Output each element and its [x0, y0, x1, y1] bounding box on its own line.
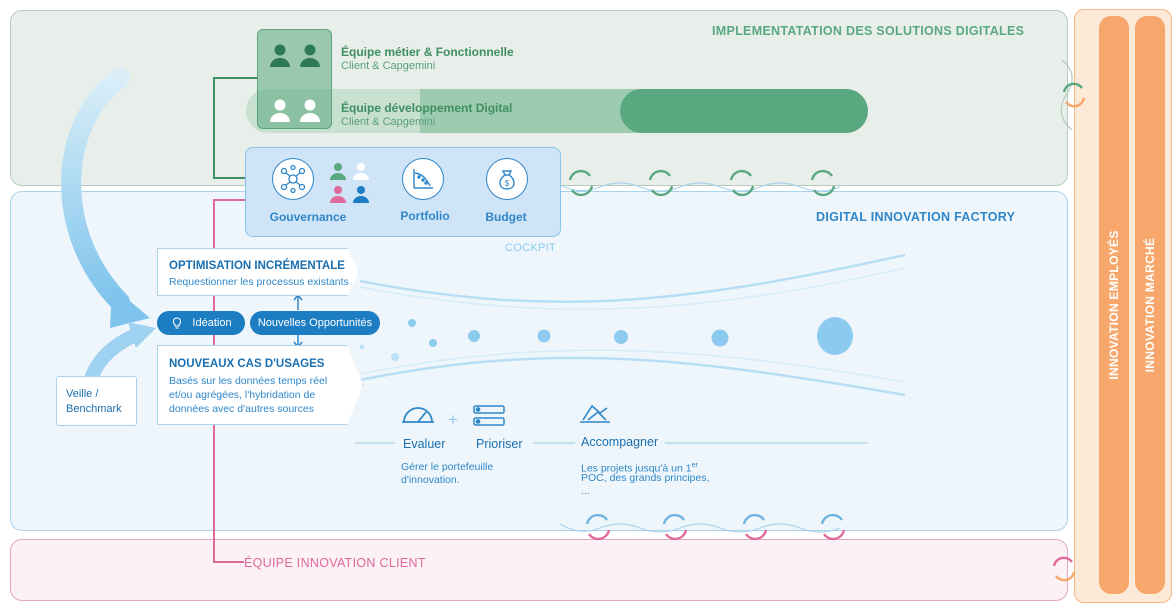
optimisation-text: Requestionner les processus existants [169, 276, 349, 288]
svg-text:$: $ [505, 179, 510, 188]
recycle-icon [568, 169, 594, 197]
funnel-top-line [359, 253, 906, 304]
gerer-line-2: d'innovation. [401, 474, 460, 486]
projets-line-1: Les projets jusqu'à un 1er [581, 462, 698, 475]
chart-icon[interactable] [402, 158, 444, 200]
veille-box: Veille / Benchmark [56, 376, 137, 426]
person-icon [330, 163, 369, 203]
cockpit-item-portfolio: Portfolio [400, 209, 450, 223]
client-band [10, 539, 1068, 601]
person-icon [270, 44, 320, 67]
team-people-icons [330, 163, 369, 203]
money-bag-icon[interactable]: $ [486, 158, 528, 200]
nouveaux-title: NOUVEAUX CAS D'USAGES [169, 358, 325, 370]
opportunities-pill[interactable]: Nouvelles Opportunités [250, 311, 380, 335]
nouveaux-line-1: Basés sur les données temps réel [169, 375, 328, 387]
team-box [257, 29, 332, 129]
recycle-icon [1062, 82, 1086, 108]
gerer-line-1: Gérer le portefeuille [401, 461, 494, 473]
client-title: ÉQUIPE INNOVATION CLIENT [244, 556, 426, 570]
recycle-icon [662, 513, 688, 541]
projets-line-2: POC, des grands principes, [581, 472, 710, 484]
recycle-icon [1052, 556, 1076, 582]
lightbulb-icon [173, 317, 182, 329]
veille-label: Veille / Benchmark [66, 388, 122, 415]
idea-dots [359, 317, 853, 361]
people-icons [270, 44, 320, 122]
step-evaluer: Evaluer [403, 437, 446, 451]
nouveaux-line-2: et/ou agrégées, l'hybridation de [169, 389, 316, 401]
funnel-bottom-line [359, 356, 906, 397]
veille-arrow-head-icon [128, 322, 156, 348]
recycle-icon [820, 513, 846, 541]
ideation-pill[interactable]: Idéation [157, 311, 245, 335]
recycle-icon [810, 169, 836, 197]
dev-team-bar-dark [620, 89, 868, 133]
implementation-title: IMPLEMENTATATION DES SOLUTIONS DIGITALES [712, 24, 1025, 38]
cockpit-label: COCKPIT [505, 242, 556, 254]
recycle-icon [729, 169, 755, 197]
step-accompagner: Accompagner [581, 435, 659, 449]
recycle-icon [648, 169, 674, 197]
recycle-icon [585, 513, 611, 541]
projets-line-3: ... [581, 485, 590, 497]
list-priority-icon [473, 405, 505, 426]
cockpit-item-gouvernance: Gouvernance [269, 210, 347, 224]
business-team-sub: Client & Capgemini [341, 60, 436, 72]
ideation-label: Idéation [192, 317, 232, 329]
employees-column: INNOVATION EMPLOYÉS [1099, 16, 1129, 594]
nouveaux-line-3: données avec d'autres sources [169, 403, 315, 415]
gauge-icon [402, 407, 434, 423]
curved-arrow-icon [61, 68, 130, 312]
person-icon [270, 99, 320, 122]
arrow-head-icon [110, 286, 150, 328]
optimisation-title: OPTIMISATION INCRÉMENTALE [169, 260, 345, 272]
dev-team-sub: Client & Capgemini [341, 116, 436, 128]
plus-sign: + [448, 410, 458, 429]
opportunities-label: Nouvelles Opportunités [257, 317, 373, 329]
step-prioriser: Prioriser [476, 437, 523, 451]
recycle-icon [742, 513, 768, 541]
factory-title: DIGITAL INNOVATION FACTORY [816, 210, 1016, 224]
network-icon[interactable] [272, 158, 314, 200]
market-column: INNOVATION MARCHÉ [1135, 16, 1165, 594]
green-connector-line [213, 77, 260, 179]
handshake-icon [580, 404, 610, 423]
dev-team-name: Équipe développement Digital [341, 101, 513, 115]
business-team-name: Équipe métier & Fonctionnelle [341, 45, 514, 59]
optimisation-box [157, 248, 359, 296]
cockpit-item-budget: Budget [485, 210, 527, 224]
nouveaux-box [157, 345, 363, 425]
